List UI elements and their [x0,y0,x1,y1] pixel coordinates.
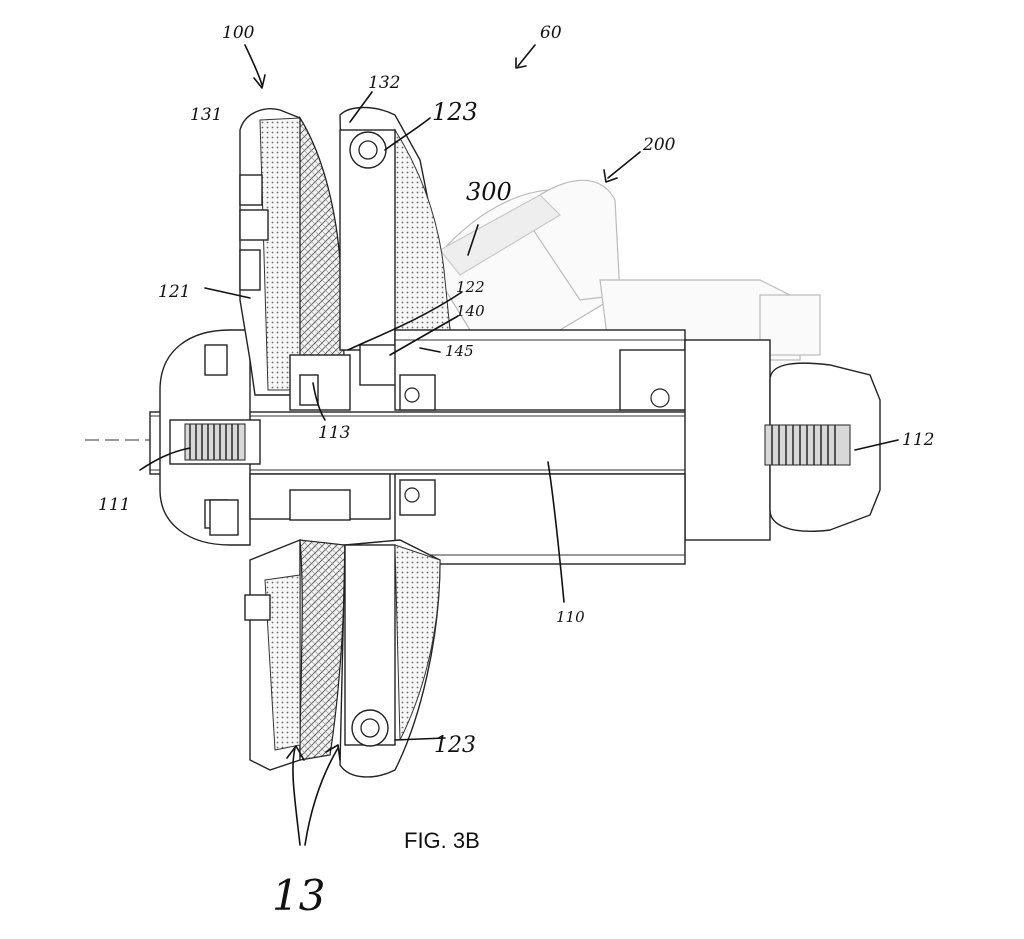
label-131: 131 [190,105,222,125]
label-113: 113 [318,423,350,443]
label-110: 110 [556,608,585,626]
label-123-bottom: 123 [434,733,476,758]
fixed-sheave-upper [239,108,346,396]
figure-caption: FIG. 3B [404,828,480,853]
label-145: 145 [445,342,474,360]
label-13: 13 [272,871,325,920]
label-111: 111 [98,495,130,515]
label-112: 112 [902,430,934,450]
threaded-bolt-left [184,423,246,461]
label-200: 200 [642,135,676,155]
label-100: 100 [222,23,255,43]
threaded-bolt-right [764,424,851,466]
hub-internals-lower [209,473,686,565]
label-121: 121 [158,282,190,302]
right-housing [619,339,881,541]
label-123-top: 123 [432,98,478,126]
label-122: 122 [456,278,485,296]
label-132: 132 [368,73,400,93]
label-300: 300 [466,178,512,206]
leader-lines [139,44,899,846]
fixed-sheave-lower [244,538,346,771]
movable-sheave-upper [339,106,451,351]
label-60: 60 [540,23,562,43]
movable-sheave-lower [339,539,441,778]
label-140: 140 [456,302,485,320]
